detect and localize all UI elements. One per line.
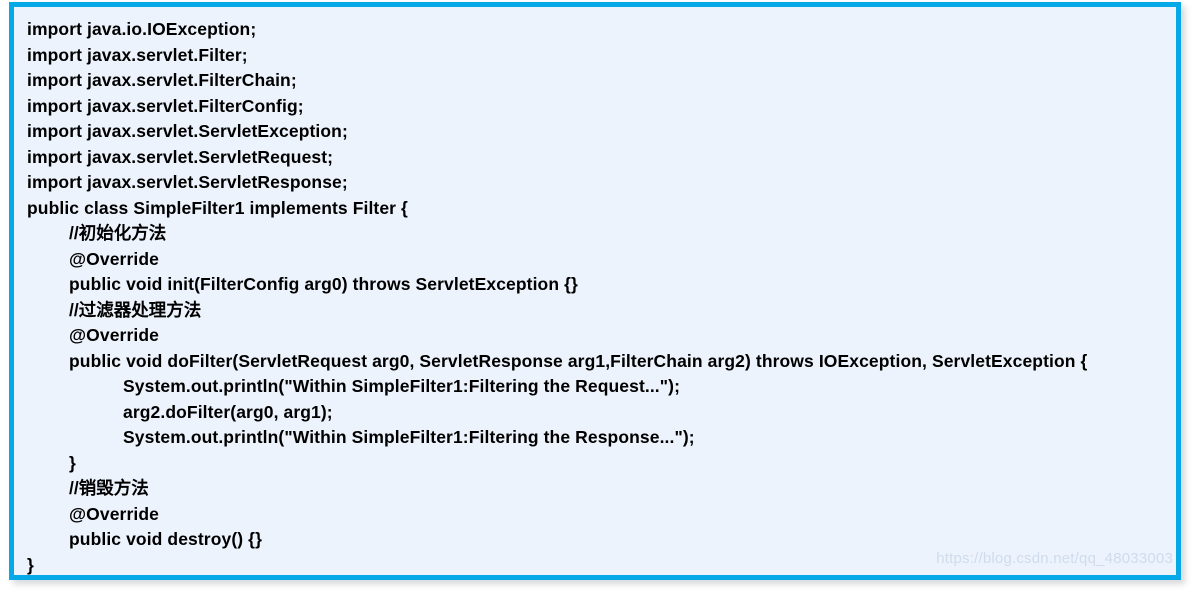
code-line: import javax.servlet.ServletRequest; xyxy=(27,146,334,167)
code-line: @Override xyxy=(69,248,159,269)
code-snippet-card: import java.io.IOException; import javax.… xyxy=(9,2,1181,580)
code-line: import javax.servlet.FilterChain; xyxy=(27,70,297,90)
code-line: import javax.servlet.FilterConfig; xyxy=(27,95,304,116)
code-line: public void doFilter(ServletRequest arg0… xyxy=(69,350,1088,371)
code-line: arg2.doFilter(arg0, arg1); xyxy=(123,401,333,422)
code-line: import java.io.IOException; xyxy=(27,19,257,39)
code-line: System.out.println("Within SimpleFilter1… xyxy=(123,427,695,447)
code-line: import javax.servlet.ServletResponse; xyxy=(27,172,348,192)
code-block: import java.io.IOException; import javax.… xyxy=(14,7,1176,575)
code-line: } xyxy=(27,554,34,575)
code-line: public void init(FilterConfig arg0) thro… xyxy=(69,274,578,294)
code-line: //初始化方法 xyxy=(69,223,167,243)
code-line: import javax.servlet.Filter; xyxy=(27,44,248,65)
code-line: System.out.println("Within SimpleFilter1… xyxy=(123,376,681,396)
code-line: } xyxy=(69,452,76,473)
code-line: //销毁方法 xyxy=(69,478,149,498)
code-line: public void destroy() {} xyxy=(69,529,262,549)
code-line: @Override xyxy=(69,325,159,345)
code-line: @Override xyxy=(69,503,159,524)
code-line: import javax.servlet.ServletException; xyxy=(27,121,348,141)
code-line: public class SimpleFilter1 implements Fi… xyxy=(27,197,408,218)
code-line: //过滤器处理方法 xyxy=(69,299,202,320)
